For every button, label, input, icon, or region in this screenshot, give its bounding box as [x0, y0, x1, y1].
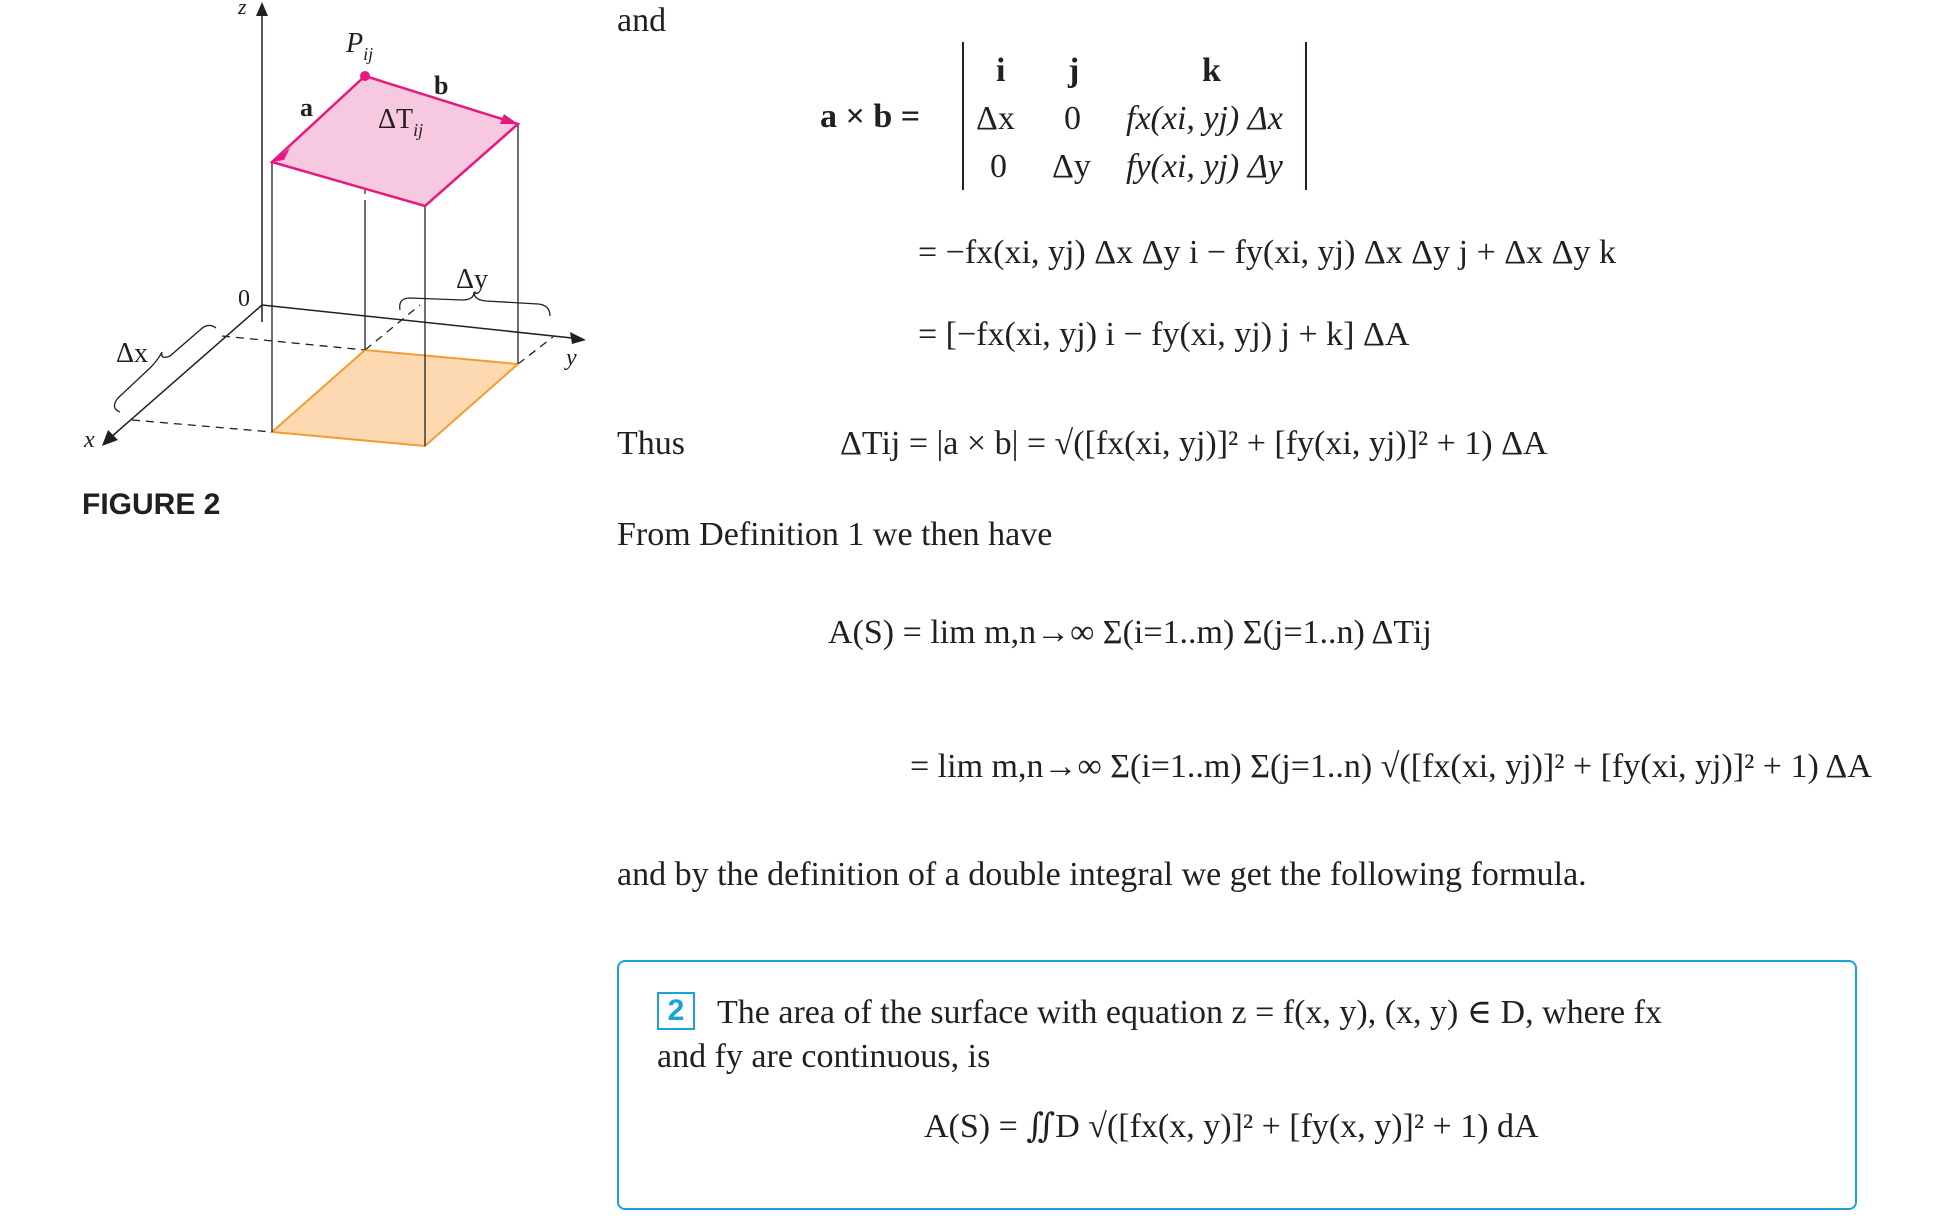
vector-b-label: b [434, 71, 448, 100]
surface-area-formula: A(S) = ∬D √([fx(x, y)]² + [fy(x, y)]² + … [924, 1108, 1539, 1145]
matrix-cell: i [996, 52, 1006, 89]
matrix-cell: 0 [990, 148, 1007, 185]
tangent-parallelogram [269, 74, 521, 208]
surface-area-figure: z y x 0 Pij a b ΔTij Δy Δx [83, 0, 586, 453]
surface-area-formula-box: 2 The area of the surface with equation … [617, 960, 1857, 1210]
area-limit-equation: A(S) = lim m,n→∞ Σ(i=1..m) Σ(j=1..n) ΔTi… [828, 614, 1432, 651]
matrix-cell: j [1068, 52, 1080, 89]
vector-a-label: a [300, 93, 313, 122]
delta-t-label: ΔTij [378, 104, 423, 140]
double-integral-sentence: and by the definition of a double integr… [617, 856, 1587, 893]
point-label: Pij [345, 28, 373, 64]
formula-number-badge: 2 [657, 992, 695, 1030]
origin-label: 0 [238, 286, 250, 312]
matrix-cell: 0 [1064, 100, 1081, 137]
formula-box-line1: The area of the surface with equation z … [717, 994, 1662, 1031]
matrix-cell: fx(xi, yj) Δx [1126, 100, 1283, 137]
z-axis-label: z [237, 0, 247, 19]
delta-y-label: Δy [456, 264, 488, 295]
and-text: and [617, 2, 667, 39]
from-definition-text: From Definition 1 we then have [617, 516, 1053, 553]
y-axis-label: y [564, 345, 577, 371]
delta-t-equation: ΔTij = |a × b| = √([fx(xi, yj)]² + [fy(x… [840, 425, 1548, 462]
formula-box-line2: and fy are continuous, is [657, 1038, 991, 1075]
x-axis-label: x [83, 427, 95, 453]
cross-product-determinant: a × b = i j k Δx 0 fx(xi, yj) Δx 0 Δy fy… [820, 40, 1320, 190]
matrix-cell: fy(xi, yj) Δy [1126, 148, 1283, 185]
delta-x-label: Δx [116, 338, 148, 369]
cross-product-expansion: = −fx(xi, yj) Δx Δy i − fy(xi, yj) Δx Δy… [918, 234, 1616, 271]
area-limit-expanded-equation: = lim m,n→∞ Σ(i=1..m) Σ(j=1..n) √([fx(xi… [910, 748, 1872, 785]
cross-product-factored: = [−fx(xi, yj) i − fy(xi, yj) j + k] ΔA [918, 316, 1410, 353]
cross-product-lhs: a × b = [820, 98, 921, 135]
thus-text: Thus [617, 425, 685, 462]
matrix-cell: k [1202, 52, 1221, 89]
base-rectangle [269, 348, 521, 448]
matrix-cell: Δx [976, 100, 1015, 137]
figure-caption: FIGURE 2 [82, 488, 221, 521]
matrix-cell: Δy [1052, 148, 1091, 185]
